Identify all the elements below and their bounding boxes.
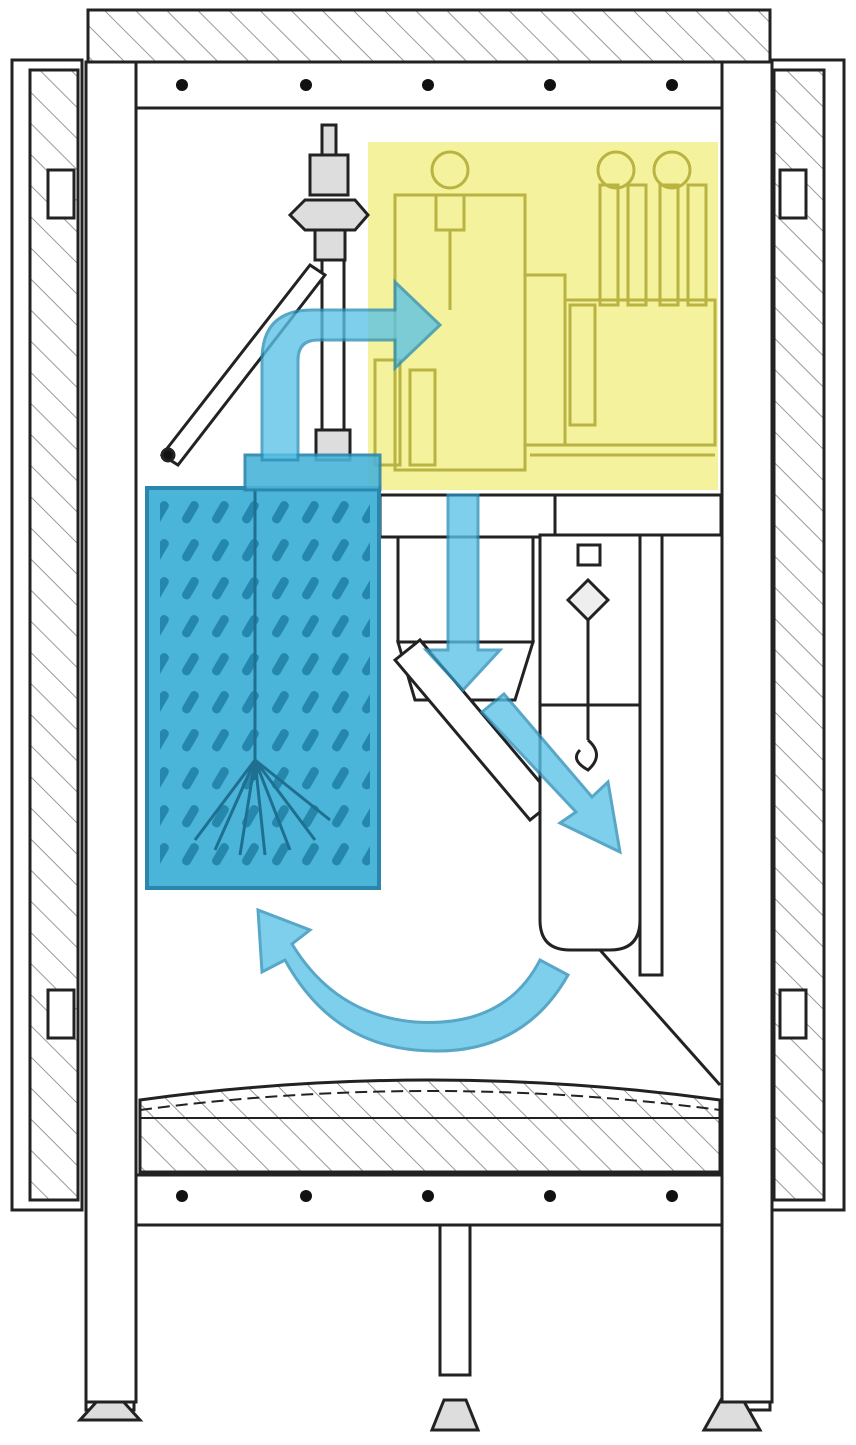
bolts bbox=[176, 79, 678, 1202]
bottom-panel bbox=[138, 1078, 722, 1174]
spray-fan bbox=[193, 758, 331, 856]
side-wall-right bbox=[770, 58, 846, 1212]
frame-post-left bbox=[84, 60, 138, 1404]
foot-center bbox=[429, 1398, 481, 1432]
diagonal-discharge-arrow bbox=[479, 691, 622, 855]
leg-center bbox=[438, 1223, 472, 1377]
bracket-left-bottom bbox=[46, 988, 76, 1040]
bracket-right-top bbox=[778, 168, 808, 220]
inlet-elbow-arrow bbox=[260, 278, 443, 462]
support-legs bbox=[76, 1223, 772, 1432]
downward-arrow bbox=[422, 493, 504, 693]
flow-arrows bbox=[256, 278, 622, 1053]
frame-post-right bbox=[720, 60, 774, 1404]
return-curve-arrow bbox=[256, 907, 571, 1053]
bracket-right-bottom bbox=[778, 988, 808, 1040]
discharge-deflector bbox=[598, 949, 722, 1086]
side-wall-left bbox=[10, 58, 84, 1212]
top-panel bbox=[86, 8, 772, 64]
frame bbox=[84, 8, 774, 1404]
hook-assembly bbox=[565, 543, 611, 772]
heat-exchanger bbox=[145, 453, 382, 890]
bracket-left-top bbox=[46, 168, 76, 220]
